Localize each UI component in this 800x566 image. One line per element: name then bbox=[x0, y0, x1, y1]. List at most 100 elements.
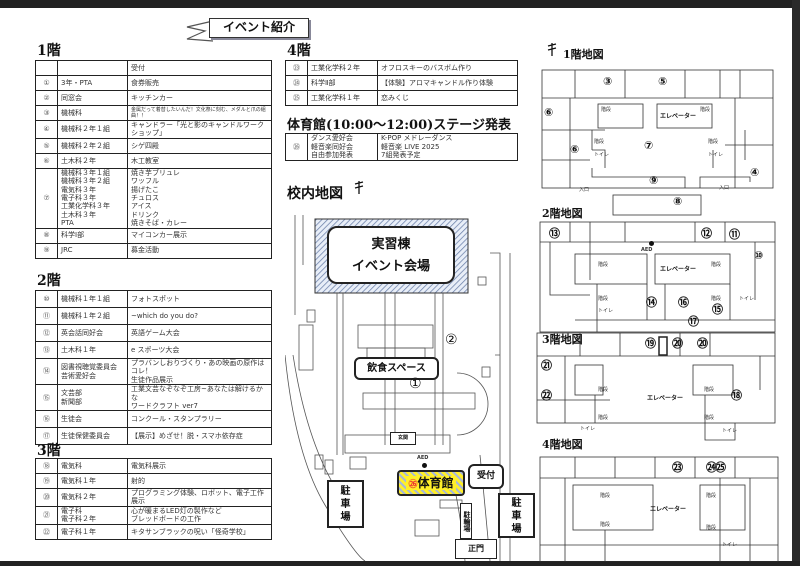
stairs-label: 階段 bbox=[711, 262, 722, 268]
stairs-label: 階段 bbox=[600, 493, 611, 499]
stairs-label: 階段 bbox=[706, 493, 717, 499]
item-event: シゲ四殿 bbox=[127, 137, 272, 154]
f3-marker-22: ㉒ bbox=[541, 389, 552, 402]
item-group bbox=[57, 60, 128, 76]
item-group: ダンス愛好会 軽音楽同好会 自由参加発表 bbox=[307, 133, 378, 161]
stairs-label: 階段 bbox=[598, 415, 609, 421]
floor4-heading: 4階 bbox=[287, 43, 311, 59]
item-group: 土木科１年 bbox=[57, 341, 128, 359]
north-arrow-icon bbox=[547, 43, 557, 56]
item-event: フォトスポット bbox=[127, 290, 272, 308]
aed-label: AED bbox=[641, 247, 653, 253]
ribbon-icon bbox=[186, 20, 214, 42]
item-number: ③ bbox=[35, 105, 58, 121]
f1-marker-7: ⑦ bbox=[644, 139, 654, 152]
stairs-label: 階段 bbox=[598, 262, 609, 268]
item-group: 電子科１年 bbox=[57, 523, 128, 540]
item-group: 機械科１年１組 bbox=[57, 290, 128, 308]
reception-label: 受付 bbox=[468, 464, 504, 489]
floor2-map-heading: 2階地図 bbox=[542, 207, 583, 220]
f2-marker-15: ⑮ bbox=[712, 303, 723, 316]
elevator-label: エレベーター bbox=[650, 506, 687, 513]
f3-marker-19: ⑲ bbox=[645, 337, 656, 350]
item-group: JRC bbox=[57, 242, 128, 259]
item-event: 金属だって着替したいんだ！文化祭に刻む、メダルと爪の組曲！！ bbox=[127, 105, 272, 121]
bottom-bar bbox=[0, 561, 800, 566]
aed-label: AED bbox=[417, 455, 429, 461]
item-event: 【体験】アロマキャンドル作り体験 bbox=[377, 75, 518, 91]
item-group: 同窓会 bbox=[57, 90, 128, 106]
item-event: 電気科展示 bbox=[127, 458, 272, 474]
parking-right-label: 駐 車 場 bbox=[498, 493, 535, 538]
item-number: ㉔ bbox=[285, 75, 308, 91]
item-event: 募金活動 bbox=[127, 242, 272, 259]
item-event: 射的 bbox=[127, 473, 272, 489]
item-group: 機械科３年１組 機械科３年２組 電気科３年 電子科３年 工業化学科３年 土木科３… bbox=[57, 167, 128, 229]
item-number: ⑥ bbox=[35, 152, 58, 169]
f3-marker-20: ⑳ bbox=[672, 337, 683, 350]
stairs-label: 階段 bbox=[598, 296, 609, 302]
scrollbar[interactable] bbox=[792, 0, 800, 566]
item-number: ④ bbox=[35, 120, 58, 139]
floor1-map-heading: 1階地図 bbox=[563, 48, 604, 61]
item-group: 文芸部 新聞部 bbox=[57, 384, 128, 412]
f3-marker-18: ⑱ bbox=[731, 389, 742, 402]
stairs-label: 階段 bbox=[706, 525, 717, 531]
toilet-label: トイレ bbox=[722, 542, 738, 548]
item-event: プラバンしおりづくり・あの映画の原作はコレ！ 生徒作品展示 bbox=[127, 357, 272, 386]
item-group: 科学Ⅰ部 bbox=[57, 227, 128, 244]
item-event: 恋みくじ bbox=[377, 90, 518, 106]
toilet-label: トイレ bbox=[580, 426, 596, 432]
item-event: 工業文芸なぞなぞ工房~あなたは解けるかな ワードクラフト ver7 bbox=[127, 384, 272, 412]
entrance-label: 入口 bbox=[579, 187, 590, 193]
item-number: ① bbox=[35, 75, 58, 91]
floor3-map-heading: 3階地図 bbox=[542, 333, 583, 346]
item-group: 科学Ⅱ部 bbox=[307, 75, 378, 91]
item-event: キタサンブラックの呪い「怪奇学校」 bbox=[127, 523, 272, 540]
north-arrow-icon bbox=[354, 181, 364, 194]
f1-marker-8: ⑧ bbox=[673, 195, 683, 208]
item-event: ~which do you do? bbox=[127, 307, 272, 325]
item-group: 機械科２年１組 bbox=[57, 120, 128, 139]
item-group: 工業化学科１年 bbox=[307, 90, 378, 106]
stairs-label: 階段 bbox=[700, 107, 711, 113]
item-event: 食券販売 bbox=[127, 75, 272, 91]
item-event: e スポーツ大会 bbox=[127, 341, 272, 359]
f1-marker-4: ④ bbox=[750, 166, 760, 179]
map-marker-1: ① bbox=[409, 376, 422, 392]
item-event: オフロスキーのバスボム作り bbox=[377, 60, 518, 76]
gym-map-label: ㉖体育館 bbox=[397, 470, 465, 496]
f2-marker-12: ⑫ bbox=[701, 227, 712, 240]
item-number: ㉓ bbox=[285, 60, 308, 76]
item-event: マイコンカー展示 bbox=[127, 227, 272, 244]
item-group: 電気科 bbox=[57, 458, 128, 474]
item-event: キッチンカー bbox=[127, 90, 272, 106]
top-bar bbox=[0, 0, 800, 8]
item-event: 【展示】めざせ！脱・スマホ依存症 bbox=[127, 427, 272, 446]
table-row: 受付 bbox=[35, 60, 272, 76]
toilet-label: トイレ bbox=[708, 152, 724, 158]
f2-marker-10: ⑩ bbox=[754, 249, 764, 262]
item-number bbox=[35, 60, 58, 76]
item-event: 木工教室 bbox=[127, 152, 272, 169]
floor3-heading: 3階 bbox=[37, 443, 61, 459]
stairs-label: 階段 bbox=[711, 296, 722, 302]
item-event: 受付 bbox=[127, 60, 272, 76]
f1-marker-9: ⑨ bbox=[649, 174, 659, 187]
item-group: 電気科２年 bbox=[57, 488, 128, 507]
item-group: 工業化学科２年 bbox=[307, 60, 378, 76]
f1-marker-3: ③ bbox=[603, 75, 613, 88]
stairs-label: 階段 bbox=[594, 139, 605, 145]
